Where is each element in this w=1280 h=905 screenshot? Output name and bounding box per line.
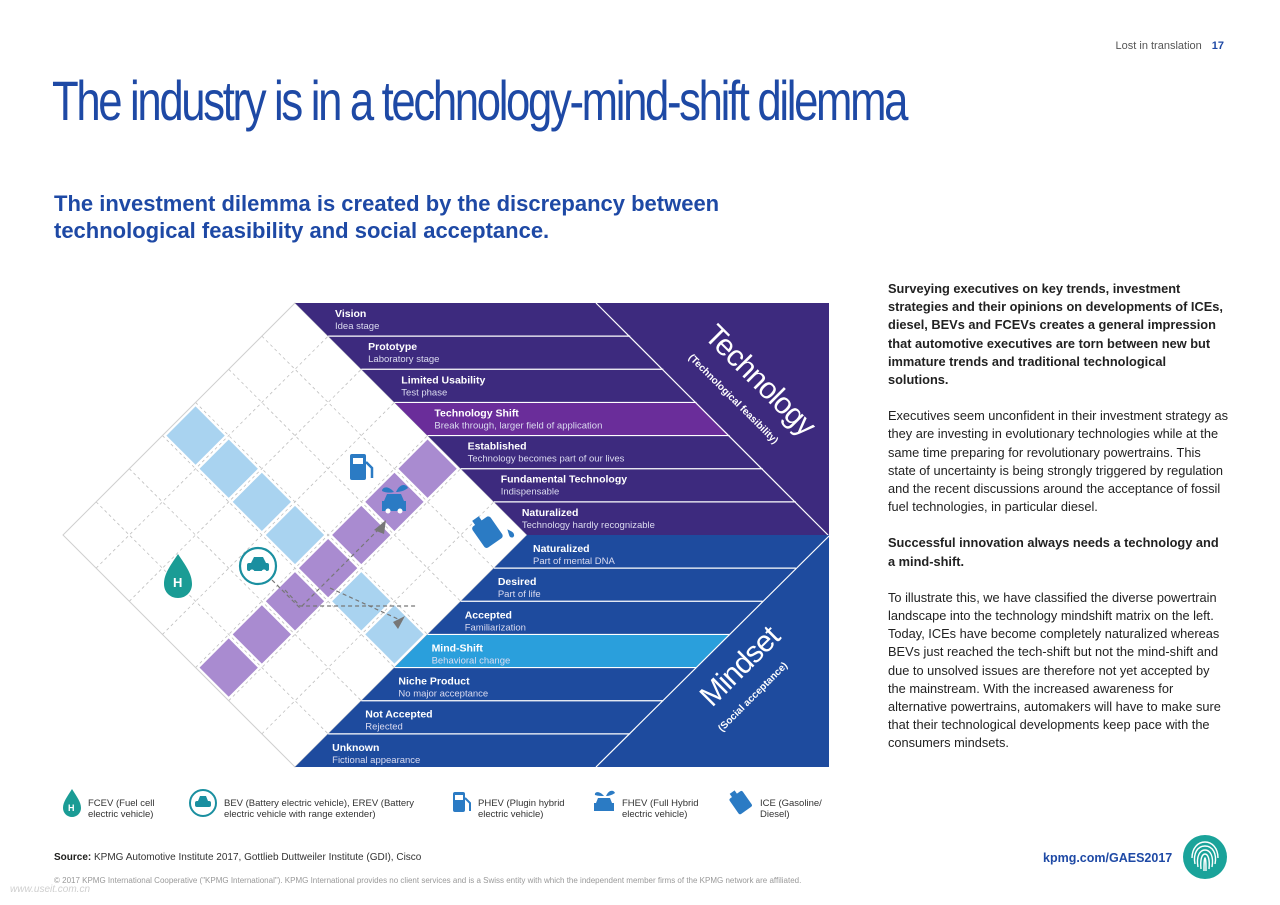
page-subtitle: The investment dilemma is created by the…: [54, 191, 720, 243]
legend-item-ice: ICE (Gasoline/ Diesel): [728, 788, 840, 820]
kpmg-link[interactable]: kpmg.com/GAES2017: [1043, 851, 1173, 865]
matrix-cell: [232, 472, 292, 532]
technology-level-desc: Break through, larger field of applicati…: [434, 420, 602, 431]
mindset-level-title: Not Accepted: [365, 709, 432, 721]
legend-label: BEV (Battery electric vehicle), EREV (Ba…: [224, 798, 415, 820]
matrix-cell: [265, 505, 325, 565]
mindset-level-title: Mind-Shift: [432, 642, 484, 654]
mindset-level-title: Desired: [498, 576, 537, 588]
leaf-car-icon: [382, 485, 408, 514]
shift-arrows: [271, 520, 418, 629]
legend-label: FHEV (Full Hybrid electric vehicle): [622, 798, 699, 820]
section-name: Lost in translation: [1115, 40, 1202, 52]
copyright: © 2017 KPMG International Cooperative ("…: [54, 876, 802, 885]
h2-drop-icon: H: [164, 554, 192, 598]
technology-level-desc: Indispensable: [501, 487, 560, 498]
matrix-cell: [232, 605, 292, 664]
fuel-pump-icon: [453, 792, 471, 812]
section-heading: Successful innovation always needs a tec…: [888, 535, 1219, 569]
legend-label: ICE (Gasoline/ Diesel): [760, 798, 822, 820]
technology-level-title: Established: [468, 441, 527, 453]
matrix-cell: [199, 439, 258, 498]
source-line: Source: KPMG Automotive Institute 2017, …: [54, 852, 421, 863]
technology-level-title: Naturalized: [522, 507, 579, 519]
plug-car-icon: [238, 546, 278, 586]
plug-car-icon: [189, 789, 217, 817]
body-paragraph-1: Executives seem unconfident in their inv…: [888, 408, 1228, 515]
page-number: 17: [1211, 40, 1224, 52]
fuel-pump-icon: [350, 454, 374, 480]
legend-label: PHEV (Plugin hybrid electric vehicle): [478, 798, 565, 820]
mindset-level-title: Niche Product: [398, 676, 470, 688]
mindset-level-desc: Behavioral change: [432, 655, 511, 666]
technology-level-desc: Technology becomes part of our lives: [468, 454, 625, 465]
fingerprint-icon: [1183, 835, 1227, 879]
matrix-cell: [365, 605, 424, 664]
technology-level-title: Vision: [335, 308, 366, 320]
legend-item-phev: PHEV (Plugin hybrid electric vehicle): [450, 788, 578, 820]
mindset-level-desc: Rejected: [365, 722, 403, 733]
body-paragraph-2: To illustrate this, we have classified t…: [888, 589, 1221, 751]
technology-level-title: Limited Usability: [401, 374, 485, 386]
fuel-can-icon: [472, 516, 515, 548]
technology-level-desc: Test phase: [401, 387, 447, 398]
legend-label: FCEV (Fuel cell electric vehicle): [88, 798, 155, 820]
page-header: Lost in translation 17: [1116, 40, 1224, 52]
technology-level-desc: Technology hardly recognizable: [522, 520, 655, 531]
mindset-level-desc: Familiarization: [465, 622, 526, 633]
leaf-car-icon: [594, 790, 615, 811]
technology-level-title: Fundamental Technology: [501, 474, 628, 486]
legend-item-bev: BEV (Battery electric vehicle), EREV (Ba…: [188, 788, 439, 820]
matrix-cell: [332, 505, 391, 565]
matrix-cell: [199, 638, 258, 697]
svg-text:H: H: [68, 803, 75, 813]
mindset-level-desc: No major acceptance: [398, 689, 488, 700]
h2-drop-icon: H: [63, 789, 81, 817]
mindset-level-title: Accepted: [465, 609, 512, 621]
technology-level-desc: Idea stage: [335, 321, 379, 332]
mindset-level-title: Naturalized: [533, 543, 590, 555]
svg-text:H: H: [173, 575, 182, 590]
mindset-level-desc: Part of mental DNA: [533, 556, 615, 567]
matrix-cell: [166, 406, 225, 465]
technology-level-desc: Laboratory stage: [368, 354, 439, 365]
watermark: www.useit.com.cn: [10, 884, 91, 895]
technology-level-title: Prototype: [368, 341, 417, 353]
mindset-level-desc: Part of life: [498, 589, 541, 600]
matrix-cell: [398, 439, 457, 498]
legend-item-fcev: H FCEV (Fuel cell electric vehicle): [62, 788, 168, 820]
mindset-level-title: Unknown: [332, 742, 379, 754]
page-title: The industry is in a technology-mind-shi…: [52, 69, 908, 132]
intro-paragraph: Surveying executives on key trends, inve…: [888, 281, 1223, 388]
mindset-level-desc: Fictional appearance: [332, 755, 420, 766]
fuel-can-icon: [729, 790, 752, 815]
source-label: Source:: [54, 852, 92, 863]
technology-level-title: Technology Shift: [434, 407, 519, 419]
legend-item-fhev: FHEV (Full Hybrid electric vehicle): [592, 788, 712, 820]
source-text: KPMG Automotive Institute 2017, Gottlieb…: [94, 852, 422, 863]
matrix-cell: [332, 572, 391, 631]
right-column-text: Surveying executives on key trends, inve…: [888, 280, 1228, 771]
matrix-cell: [298, 538, 358, 598]
